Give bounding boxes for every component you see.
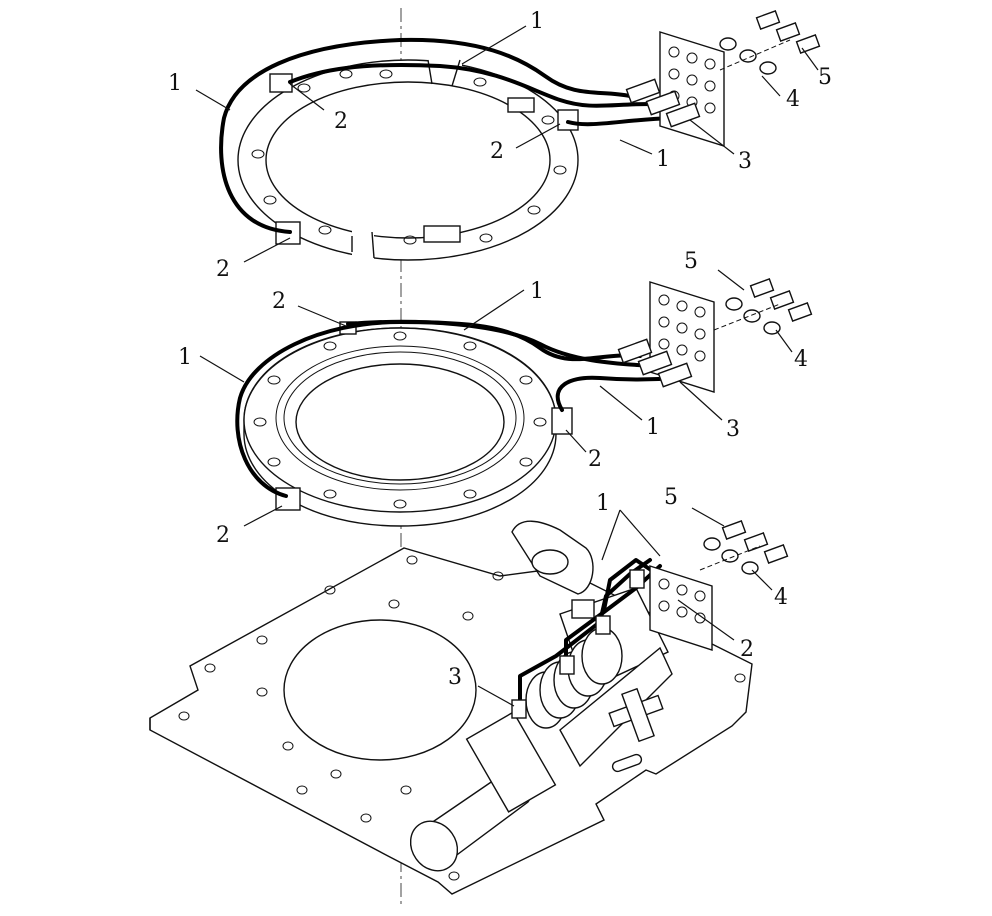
label-mid-2c: 2 [216, 523, 230, 548]
label-top-3: 3 [738, 149, 752, 174]
label-mid-4: 4 [794, 347, 808, 372]
label-mid-2a: 2 [272, 289, 286, 314]
label-bot-1: 1 [596, 491, 610, 516]
part-labels: 1 1 2 2 1 3 4 5 2 1 2 1 5 4 1 3 2 2 5 1 … [168, 9, 832, 690]
top-cables [219, 37, 674, 234]
label-bot-3: 3 [448, 665, 462, 690]
label-bot-4: 4 [774, 585, 788, 610]
label-top-2c: 2 [216, 257, 230, 282]
label-mid-2b: 2 [588, 447, 602, 472]
label-top-4: 4 [786, 87, 800, 112]
middle-flange-ring [243, 321, 573, 527]
label-mid-5: 5 [684, 249, 698, 274]
top-connector-plate [625, 10, 821, 147]
top-split-ring [237, 52, 579, 266]
label-mid-1b: 1 [178, 345, 192, 370]
middle-connector-plate [617, 278, 813, 393]
label-mid-1c: 1 [646, 415, 660, 440]
label-top-2b: 2 [490, 139, 504, 164]
label-bot-5: 5 [664, 485, 678, 510]
bottom-connector-plate [649, 520, 789, 651]
label-bot-2: 2 [740, 637, 754, 662]
label-top-2a: 2 [334, 109, 348, 134]
label-top-1b: 1 [168, 71, 182, 96]
label-top-5: 5 [818, 65, 832, 90]
label-mid-1a: 1 [530, 279, 544, 304]
label-top-1c: 1 [656, 147, 670, 172]
label-mid-3: 3 [726, 417, 740, 442]
gear-mechanism [409, 587, 673, 872]
middle-cables [235, 319, 678, 498]
label-top-1a: 1 [530, 9, 544, 34]
leader-lines [195, 25, 819, 707]
